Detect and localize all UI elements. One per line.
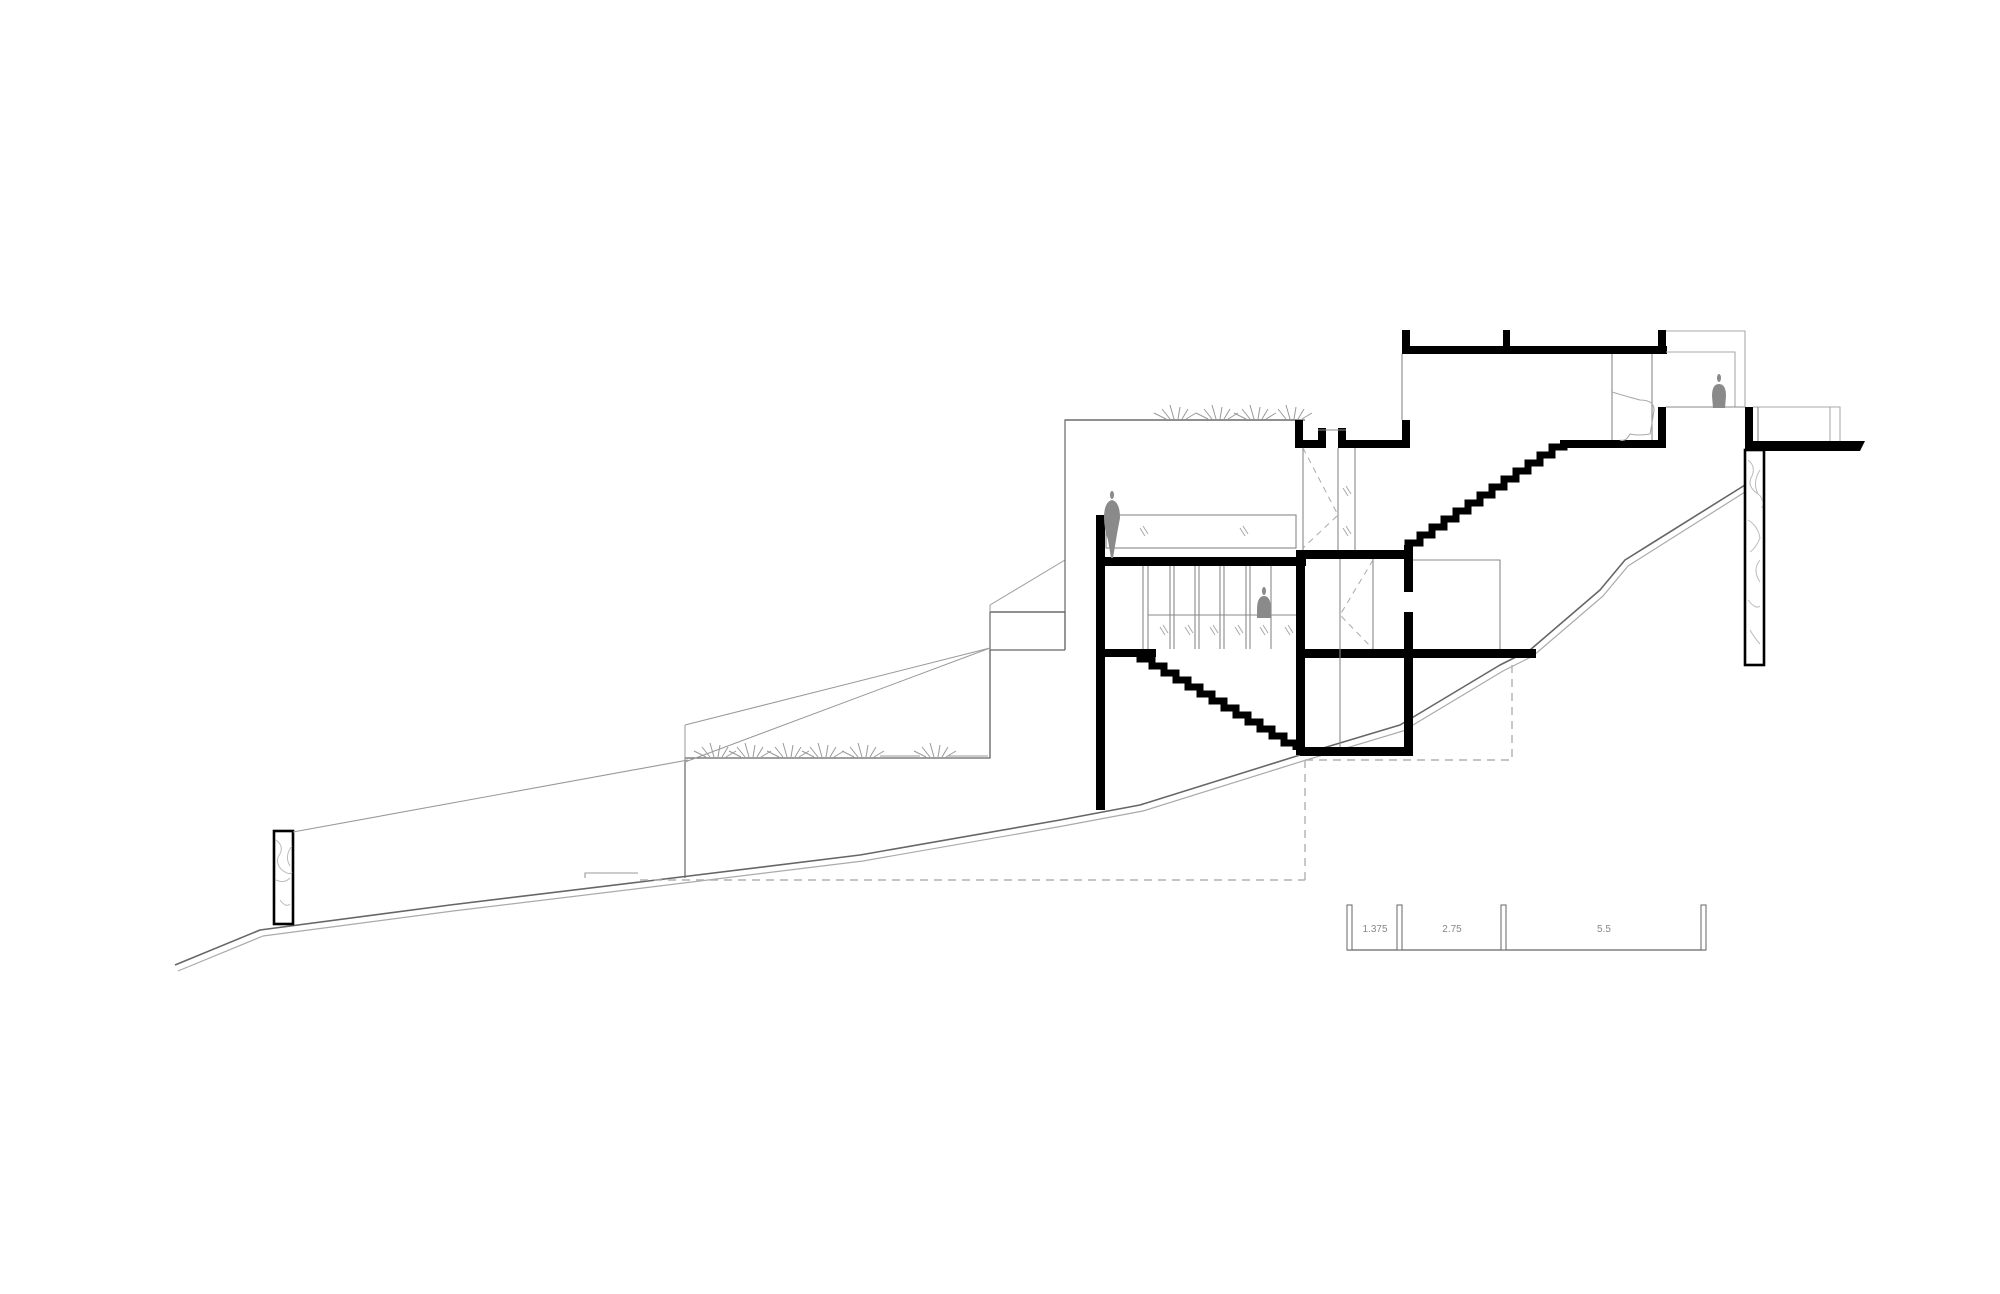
building-section-cut <box>1096 330 1865 810</box>
scale-label-3: 5.5 <box>1597 924 1611 935</box>
upper-staircase <box>1404 443 1568 550</box>
lower-staircase <box>1136 652 1300 750</box>
upper-planter-grasses <box>1153 404 1313 420</box>
glazing-and-railings <box>1105 330 1841 747</box>
scale-label-2: 2.75 <box>1442 924 1462 935</box>
lower-planter-grasses <box>693 742 988 758</box>
opening-diagonals <box>1302 447 1374 650</box>
scale-bar: 1.375 2.75 5.5 <box>1346 904 1707 951</box>
sightline-rails <box>684 559 1066 763</box>
scale-label-1: 1.375 <box>1362 924 1387 935</box>
background-outline-lines <box>292 759 689 878</box>
lower-terrace-outline <box>684 611 1066 878</box>
human-figures <box>1104 374 1726 618</box>
upper-terrace-outline <box>1064 419 1305 650</box>
terrain-profile <box>174 484 1746 972</box>
hidden-foundation-lines <box>640 665 1513 881</box>
figure-upper-terrace <box>1712 374 1726 408</box>
figure-terrace <box>1104 491 1120 558</box>
right-stone-retaining-wall <box>1743 448 1766 667</box>
left-stone-pillar <box>272 829 295 926</box>
glass-hatches <box>1139 485 1352 636</box>
figure-interior <box>1257 587 1271 618</box>
